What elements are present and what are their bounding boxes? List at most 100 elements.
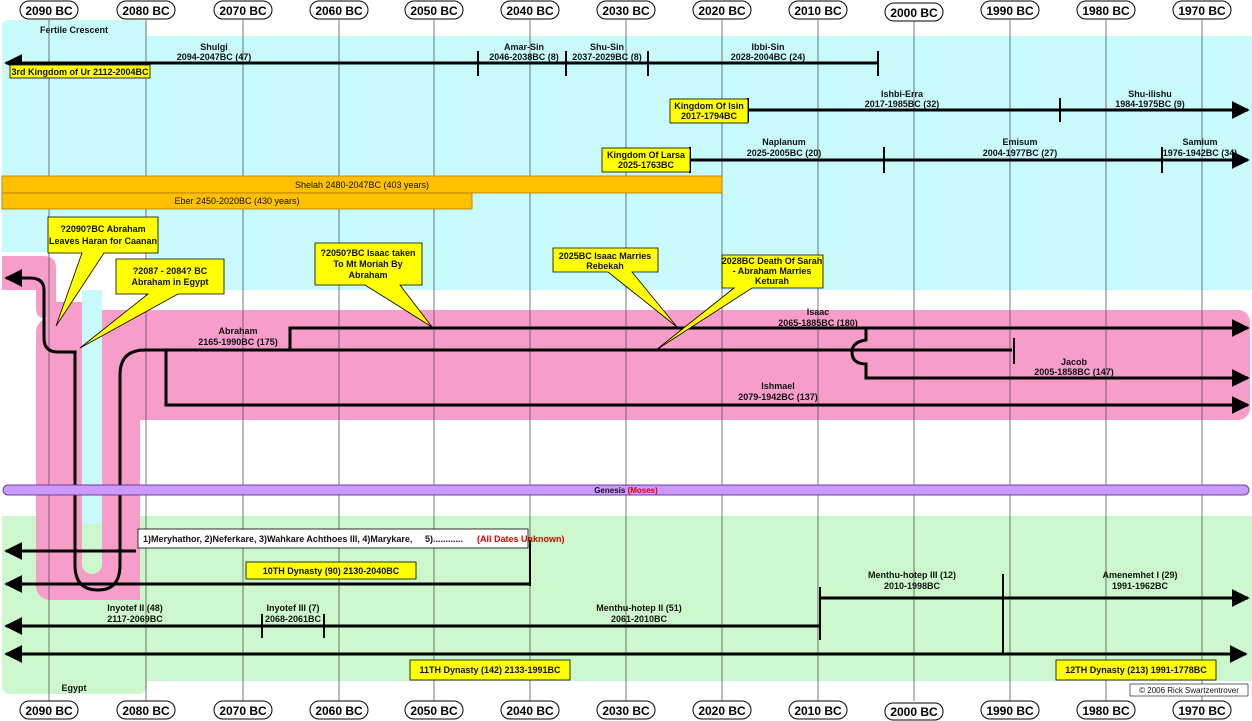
year-pill-top-2070: 2070 BC (213, 0, 273, 20)
mh2-name: Menthu-hotep II (51) (596, 603, 682, 613)
naplanum-dates: 2025-2005BC (20) (747, 148, 822, 158)
abraham-name: Abraham (218, 326, 257, 336)
isaac-name: Isaac (807, 307, 830, 317)
year-pill-top-2000: 2000 BC (884, 2, 944, 22)
year-label-top-2070: 2070 BC (219, 4, 267, 18)
dynasty10-kings-list: 1)Meryhathor, 2)Neferkare, 3)Wahkare Ach… (143, 534, 463, 544)
year-label-top-2020: 2020 BC (698, 4, 746, 18)
larsa-kingdom-box (601, 147, 691, 173)
isin-timeline: Ishbi-Erra 2017-1985BC (32) Shu-ilishu 1… (669, 89, 1250, 124)
year-pill-bottom-2040: 2040 BC (500, 700, 560, 720)
dynasty10-label-box (245, 561, 417, 580)
dynasty11-label-box (409, 659, 571, 681)
year-pill-bottom-2000: 2000 BC (884, 702, 944, 721)
year-pill-top-2040: 2040 BC (500, 0, 560, 20)
year-pill-bottom-1970: 1970 BC (1172, 700, 1232, 720)
jacob-line (850, 328, 1250, 387)
emisum-name: Emisum (1002, 137, 1037, 147)
year-label-top-1990: 1990 BC (986, 4, 1034, 18)
marries-line2: Rebekah (586, 261, 624, 271)
dynasty11-label: 11TH Dynasty (142) 2133-1991BC (419, 665, 561, 675)
abraham-journey-line (4, 269, 166, 592)
moriah-line2: To Mt Moriah By (333, 259, 402, 269)
shu-sin-name: Shu-Sin (590, 42, 624, 52)
egypt-dynasties: 1)Meryhathor, 2)Neferkare, 3)Wahkare Ach… (4, 528, 1250, 681)
inyotef3-dates: 2068-2061BC (265, 614, 322, 624)
year-pill-top-1990: 1990 BC (980, 0, 1040, 20)
amar-sin-name: Amar-Sin (504, 42, 544, 52)
copyright-box (1129, 683, 1249, 697)
ishmael-line (164, 350, 1250, 414)
dynasty12-label-box (1055, 659, 1217, 681)
larsa-kingdom-label-1: Kingdom Of Larsa (607, 150, 686, 160)
dynasty12-label: 12TH Dynasty (213) 1991-1778BC (1065, 665, 1207, 675)
eber-label: Eber 2450-2020BC (430 years) (174, 196, 299, 206)
year-label-top-2060: 2060 BC (315, 4, 363, 18)
egypt-label: Egypt (61, 683, 86, 693)
shu-ilishu-dates: 1984-1975BC (9) (1115, 99, 1185, 109)
ibbi-sin-name: Ibbi-Sin (752, 42, 785, 52)
moriah-line1: ?2050?BC Isaac taken (320, 248, 415, 258)
callout-sarah-shape (655, 254, 824, 351)
year-pill-top-2030: 2030 BC (596, 0, 656, 20)
callout-moriah: ?2050?BC Isaac taken To Mt Moriah By Abr… (314, 242, 433, 328)
emisum-dates: 2004-1977BC (27) (983, 148, 1058, 158)
top-year-axis: 2090 BC 2080 BC 2070 BC 2060 BC 2050 BC … (19, 0, 1232, 22)
in-egypt-line1: ?2087 - 2084? BC (133, 266, 208, 276)
year-pill-top-1970: 1970 BC (1172, 0, 1232, 20)
year-label-bottom-1980: 1980 BC (1082, 704, 1130, 718)
shulgi-name: Shulgi (200, 42, 228, 52)
year-label-bottom-1970: 1970 BC (1178, 704, 1226, 718)
in-egypt-line2: Abraham in Egypt (131, 277, 208, 287)
year-pill-top-1980: 1980 BC (1076, 0, 1136, 20)
inyotef2-dates: 2117-2069BC (107, 614, 163, 624)
year-pill-top-2050: 2050 BC (404, 0, 464, 20)
isin-kingdom-box (669, 98, 749, 124)
leaves-haran-line2: Leaves Haran for Caanan (49, 236, 157, 246)
callout-marries-shape (552, 247, 678, 328)
callout-in-egypt-shape (79, 258, 225, 349)
leaves-haran-line1: ?2090?BC Abraham (60, 224, 145, 234)
year-pill-bottom-2030: 2030 BC (596, 700, 656, 720)
year-label-top-2030: 2030 BC (602, 4, 650, 18)
dynasty10-kings-box (137, 528, 529, 549)
fertile-crescent-region-top (2, 36, 1252, 252)
sarah-line3: Keturah (755, 276, 789, 286)
larsa-kingdom-label-2: 2025-1763BC (618, 160, 675, 170)
amenemhet1-dates: 1991-1962BC (1112, 581, 1169, 591)
fertile-crescent-tab (2, 20, 147, 40)
mh2-dates: 2061-2010BC (611, 614, 668, 624)
jacob-dates: 2005-1858BC (147) (1034, 367, 1114, 377)
inyotef2-name: Inyotef II (48) (107, 603, 163, 613)
isin-kingdom-label-1: Kingdom Of Isin (674, 101, 744, 111)
year-pill-top-2060: 2060 BC (309, 0, 369, 20)
isaac-line (288, 319, 1250, 350)
year-label-top-2050: 2050 BC (410, 4, 458, 18)
year-label-top-2090: 2090 BC (25, 4, 73, 18)
year-pill-bottom-2010: 2010 BC (788, 700, 848, 720)
abraham-family-lines: Abraham 2165-1990BC (175) Isaac 2065-188… (4, 269, 1250, 592)
mh3-name: Menthu-hotep III (12) (868, 570, 956, 580)
dynasty10-label: 10TH Dynasty (90) 2130-2040BC (263, 566, 400, 576)
callout-leaves-haran-shape (47, 216, 159, 327)
year-label-bottom-2030: 2030 BC (602, 704, 650, 718)
year-label-top-2000: 2000 BC (890, 6, 938, 20)
genesis-bar (2, 484, 1250, 496)
copyright-text: © 2006 Rick Swartzentrover (1139, 686, 1239, 695)
ishbi-erra-dates: 2017-1985BC (32) (865, 99, 940, 109)
year-label-bottom-2000: 2000 BC (890, 705, 938, 719)
larsa-timeline: Naplanum 2025-2005BC (20) Emisum 2004-19… (601, 137, 1250, 173)
callout-death-of-sarah: 2028BC Death Of Sarah - Abraham Marries … (655, 254, 824, 351)
year-pill-bottom-1980: 1980 BC (1076, 700, 1136, 720)
abraham-family-band (100, 310, 1250, 420)
ishmael-dates: 2079-1942BC (137) (738, 392, 818, 402)
dynasty10-note: (All Dates Unknown) (477, 534, 565, 544)
callout-leaves-haran: ?2090?BC Abraham Leaves Haran for Caanan (47, 216, 159, 327)
year-pill-bottom-2080: 2080 BC (116, 700, 176, 720)
year-pill-bottom-2070: 2070 BC (213, 700, 273, 720)
year-pill-bottom-2060: 2060 BC (309, 700, 369, 720)
year-label-bottom-2070: 2070 BC (219, 704, 267, 718)
abraham-dates: 2165-1990BC (175) (198, 337, 278, 347)
year-label-bottom-2020: 2020 BC (698, 704, 746, 718)
year-pill-top-2020: 2020 BC (692, 0, 752, 20)
